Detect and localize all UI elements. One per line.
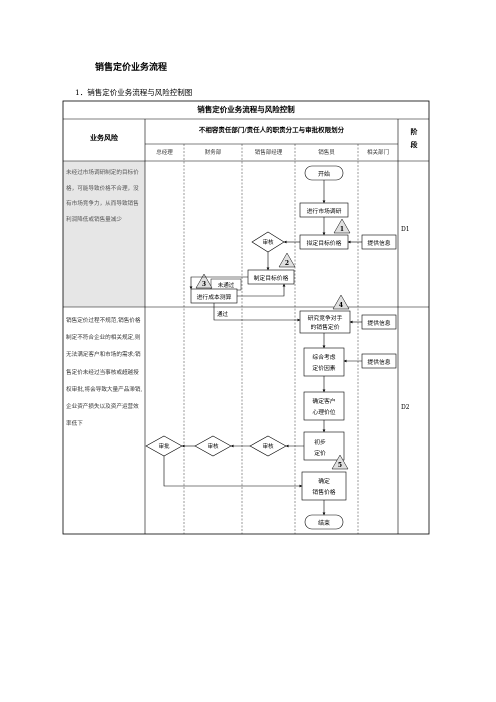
svg-text:提供信息: 提供信息 [367,239,390,247]
svg-text:心理价位: 心理价位 [312,408,335,416]
col-gm: 总经理 [156,150,173,156]
stage-header: 阶段 [410,127,418,149]
table-title: 销售定价业务流程与风险控制 [197,105,295,114]
svg-text:定价因素: 定价因素 [312,364,335,372]
risk-d1: 未经过市场调研制定的目标价格，可能导致价格不合理，没有市场竞争力，从而导致销售利… [66,170,139,223]
node-initial-price: 初步 定价 [303,431,345,461]
doc-title: 销售定价业务流程 [95,63,168,73]
svg-text:开始: 开始 [318,170,330,178]
svg-text:5: 5 [338,462,342,469]
node-start: 开始 [304,165,344,181]
risk-d2: 销售定价过程不规范,销售价格制定不符合企业的相关规定,则无法满足客户和市场的需求… [66,318,143,428]
node-not-pass-label: 未通过 [210,278,242,291]
col-sales-manager: 销售部经理 [254,150,283,156]
node-review-finance: 审核 [194,435,232,457]
flow-connectors [163,180,362,516]
node-final-price: 确定 销售价格 [301,471,347,501]
node-provide-info-2: 提供信息 [361,314,397,330]
svg-text:结束: 结束 [318,519,330,527]
col-finance: 财务部 [204,150,222,156]
svg-text:确定客户: 确定客户 [312,397,335,405]
risk-header: 业务风险 [90,133,118,142]
badge-5: 5 [331,454,349,470]
svg-text:定价: 定价 [314,449,326,457]
svg-text:综合考虑: 综合考虑 [312,353,335,361]
badge-3: 3 [195,273,213,289]
svg-text:2: 2 [285,260,289,267]
svg-text:通过: 通过 [217,310,229,318]
node-end: 结束 [304,514,344,530]
svg-text:审核: 审核 [207,442,219,450]
stage-d2: D2 [401,404,410,411]
node-cost-estimate: 进行成本测算 [190,288,238,304]
node-approve-gm: 审批 [145,435,183,457]
svg-text:1: 1 [340,226,344,233]
node-market-research: 进行市场调研 [299,202,349,218]
node-provide-info-1: 提供信息 [361,234,397,250]
badge-1: 1 [333,218,351,234]
svg-text:确定: 确定 [318,477,330,485]
section-title: 1．销售定价业务流程与风险控制图 [75,88,193,97]
svg-text:进行市场调研: 进行市场调研 [307,207,342,215]
svg-text:提供信息: 提供信息 [367,358,390,366]
node-pass-label: 通过 [217,310,229,318]
stage-d1: D1 [401,226,410,233]
resp-header: 不相容责任部门/责任人的职责分工与审批权限划分 [198,126,345,134]
svg-text:制定目标价格: 制定目标价格 [254,274,289,282]
node-consider-factors: 综合考虑 定价因素 [303,347,345,377]
svg-text:审批: 审批 [158,442,170,450]
node-study-competitors: 研究竞争对手 的销售定价 [299,310,351,334]
svg-text:的销售定价: 的销售定价 [311,323,340,331]
badge-2: 2 [278,252,296,268]
svg-text:销售价格: 销售价格 [312,488,335,496]
risk-bg-d1 [63,161,145,307]
node-review-manager-2: 审核 [249,435,287,457]
col-salesperson: 销售员 [318,150,335,156]
svg-text:4: 4 [339,302,343,309]
node-provide-info-3: 提供信息 [361,353,397,369]
svg-text:审核: 审核 [262,442,274,450]
col-related-dept: 相关部门 [366,150,389,156]
svg-text:研究竞争对手: 研究竞争对手 [308,314,343,322]
svg-text:审核: 审核 [262,238,274,246]
node-review-manager-1: 审核 [251,231,285,253]
svg-text:提供信息: 提供信息 [367,319,390,327]
badge-4: 4 [332,294,350,310]
svg-text:拟定目标价格: 拟定目标价格 [307,239,342,247]
svg-text:进行成本测算: 进行成本测算 [197,293,232,301]
svg-text:初步: 初步 [314,438,326,446]
node-customer-psych: 确定客户 心理价位 [303,391,345,421]
node-set-target-price: 制定目标价格 [247,269,295,285]
node-draft-price: 拟定目标价格 [299,234,349,250]
svg-text:未通过: 未通过 [218,281,235,289]
svg-text:3: 3 [202,281,206,288]
